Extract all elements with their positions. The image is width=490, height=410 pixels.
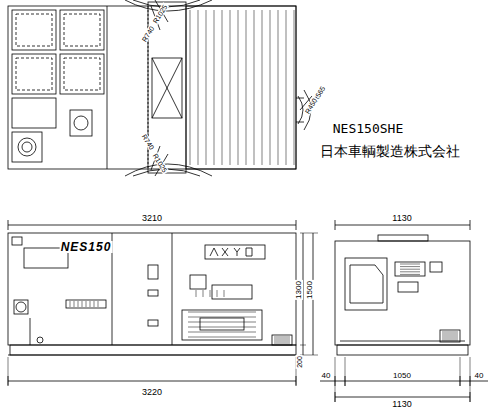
grille-line (203, 290, 204, 297)
maker-name: 日本車輌製造株式会社 (319, 144, 461, 158)
grille-line (254, 10, 255, 165)
grille-line (188, 312, 256, 313)
grille-line (188, 337, 256, 338)
grille-line (190, 10, 191, 165)
dimension-label: R740 (140, 132, 156, 152)
grille-line (210, 290, 211, 297)
grille-line (206, 10, 207, 165)
dimension-label: 3210 (141, 214, 163, 223)
grille-line (274, 339, 290, 340)
grille-line (188, 322, 256, 323)
grille-line (98, 301, 99, 307)
grille-line (400, 269, 420, 270)
grille-line (224, 290, 225, 297)
grille-line (400, 266, 420, 267)
grille-line (442, 332, 458, 333)
grille-line (74, 301, 75, 307)
dimension-label: 200 (296, 355, 303, 369)
grille-line (196, 290, 197, 297)
grille-line (442, 338, 458, 339)
dimension-label: 40 (321, 372, 332, 380)
grille-line (400, 271, 420, 272)
dimension-label: 1300 (295, 280, 303, 300)
dimension-label: 1500 (306, 280, 314, 300)
grille-line (214, 10, 215, 165)
grille-line (400, 274, 420, 275)
grille-line (82, 301, 83, 307)
grille-line (70, 301, 71, 307)
grille-line (90, 301, 91, 307)
dimension-label: 40 (474, 372, 485, 380)
top-view (8, 0, 312, 176)
grille-line (274, 343, 290, 344)
grille-line (222, 10, 223, 165)
grille-line (78, 301, 79, 307)
grille-line (294, 10, 295, 165)
grille-line (246, 10, 247, 165)
dimension-label: 3220 (141, 388, 163, 397)
grille-line (278, 10, 279, 165)
grille-line (274, 337, 290, 338)
grille-line (400, 264, 420, 265)
dimension-label: R450 (303, 96, 318, 116)
grille-line (442, 334, 458, 335)
grille-line (188, 327, 256, 328)
model-name: NES150SHE (332, 122, 404, 135)
grille-line (442, 336, 458, 337)
grille-line (188, 332, 256, 333)
grille-line (270, 10, 271, 165)
grille-line (238, 10, 239, 165)
side-view (320, 220, 488, 402)
grille-line (217, 290, 218, 297)
dimension-label: 1130 (391, 400, 412, 409)
grille-line (230, 10, 231, 165)
grille-line (188, 317, 256, 318)
grille-line (86, 301, 87, 307)
model-badge: NES150 (60, 241, 113, 253)
grille-line (94, 301, 95, 307)
grille-line (442, 340, 458, 341)
dimension-label: 1130 (391, 214, 412, 223)
front-view (0, 0, 318, 386)
grille-line (274, 341, 290, 342)
grille-line (286, 10, 287, 165)
dimension-label: 1050 (392, 372, 412, 380)
grille-line (262, 10, 263, 165)
grille-line (198, 10, 199, 165)
grille-lines (70, 10, 458, 343)
